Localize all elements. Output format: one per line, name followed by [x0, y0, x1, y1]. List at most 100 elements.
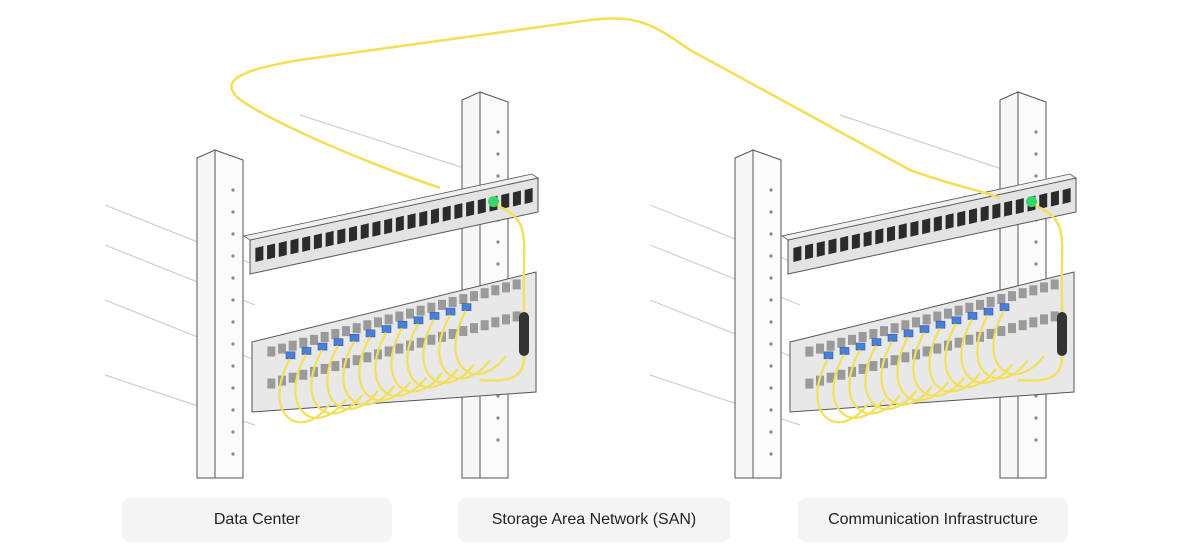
switch-port — [288, 340, 297, 351]
patch-cord-loop — [848, 349, 901, 415]
switch-port — [816, 343, 824, 354]
switch-port — [480, 320, 489, 331]
rack-hole — [769, 188, 773, 192]
switch-port — [944, 308, 952, 319]
patch-cord-loop — [294, 353, 347, 419]
rack-hole — [769, 276, 773, 280]
rack-post-side — [461, 91, 481, 479]
patch-cord-loop — [422, 318, 475, 384]
patch-panel-port — [1015, 198, 1024, 215]
rack-hole — [231, 254, 235, 258]
patch-panel-top — [242, 173, 540, 241]
patch-panel-port — [863, 230, 872, 247]
rack-hole — [1034, 174, 1038, 178]
vertical-fiber — [479, 204, 526, 382]
patch-cord-loop — [358, 336, 411, 402]
switch-port — [299, 337, 308, 348]
switch-port — [342, 326, 350, 337]
patch-panel-port — [805, 243, 814, 260]
patch-panel-port — [337, 228, 346, 245]
switch-port — [1018, 288, 1027, 299]
switch-port — [320, 331, 329, 342]
switch-port — [299, 369, 308, 380]
switch-port — [1040, 282, 1048, 293]
switch-port — [502, 314, 510, 325]
patch-cord-loop — [406, 323, 459, 389]
patch-cord-loop — [390, 327, 443, 393]
rack-hole — [496, 240, 500, 244]
fiber-clip — [519, 312, 529, 356]
rack-hole — [496, 416, 500, 420]
rack-hole — [231, 276, 235, 280]
rack-hole — [1034, 240, 1038, 244]
rack-post-front — [752, 149, 782, 479]
rack-hole — [231, 320, 235, 324]
patch-cord-loop — [832, 353, 885, 419]
switch-port — [858, 331, 867, 342]
patch-panel-port — [793, 245, 802, 262]
switch-port — [1008, 291, 1016, 302]
patch-cord-loop — [912, 332, 965, 398]
switch-port — [512, 279, 521, 290]
patch-panel-port — [454, 203, 463, 220]
switch-port — [459, 294, 468, 305]
rack-hole — [769, 232, 773, 236]
patch-panel-port — [466, 200, 475, 217]
patch-panel-port — [1039, 193, 1048, 210]
switch-port — [965, 302, 974, 313]
switch-port — [1029, 285, 1038, 296]
rack-post-front — [214, 149, 244, 479]
patch-panel-port — [980, 205, 989, 222]
switch-port — [384, 314, 393, 325]
caption-communication-text: Communication Infrastructure — [828, 511, 1038, 528]
patch-panel-port — [945, 213, 954, 230]
caption-san-text: Storage Area Network (SAN) — [491, 511, 697, 528]
patch-panel-port — [430, 208, 439, 225]
transceiver-module — [397, 320, 408, 329]
switch-port — [395, 343, 404, 354]
patch-panel-port — [524, 188, 533, 205]
patch-panel-port — [875, 228, 884, 245]
rack-post-side — [734, 149, 754, 479]
switch-port — [954, 337, 963, 348]
switch-port — [826, 372, 835, 383]
rack-hole — [769, 386, 773, 390]
switch-port — [869, 329, 878, 340]
caption-data-center-text: Data Center — [213, 511, 301, 528]
switch-port — [470, 291, 478, 302]
switch-port — [890, 355, 899, 366]
switch-port — [288, 372, 297, 383]
caption-san: Storage Area Network (SAN) — [458, 498, 730, 542]
switch-port — [331, 361, 340, 372]
patch-cord-loop — [374, 332, 427, 398]
switch-port — [352, 355, 361, 366]
switch-port — [805, 346, 814, 357]
rack-hole — [231, 452, 235, 456]
patch-panel-port — [922, 218, 931, 235]
patch-panel-port — [898, 223, 907, 240]
switch-port — [933, 343, 942, 354]
switch-port — [965, 334, 974, 345]
active-connector-led — [1026, 196, 1038, 208]
patch-cord-loop — [880, 340, 933, 406]
patch-panel-port — [910, 220, 919, 237]
switch-port — [363, 352, 372, 363]
transceiver-module — [839, 347, 850, 355]
transceiver-module — [919, 325, 930, 333]
switch-port — [954, 305, 963, 316]
switch-port — [470, 323, 478, 334]
patch-panel-port — [840, 235, 849, 252]
patch-panel-port — [325, 230, 334, 247]
switch-port — [384, 346, 393, 357]
switch-port — [890, 323, 899, 334]
transceiver-module — [285, 351, 296, 360]
switch-port — [427, 302, 436, 313]
patch-panel-port — [395, 215, 404, 232]
switch-port — [374, 317, 382, 328]
transceiver-module — [429, 312, 440, 320]
patch-cord-loop — [278, 358, 331, 424]
switch-port — [331, 329, 340, 340]
rack-hole — [1034, 130, 1038, 134]
switch-port — [1008, 323, 1016, 334]
caption-communication-infrastructure: Communication Infrastructure — [798, 498, 1068, 542]
